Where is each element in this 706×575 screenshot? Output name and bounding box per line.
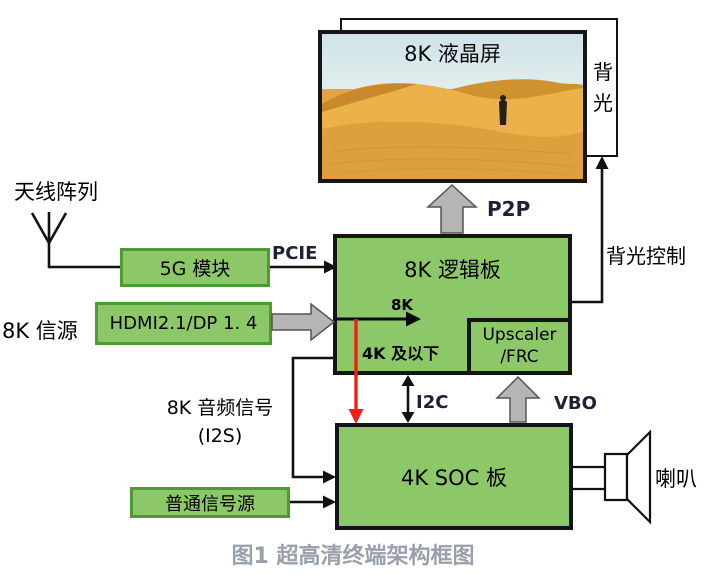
hdmi-dp-label: HDMI2.1/DP 1. 4 [109,313,258,334]
5g-module-label: 5G 模块 [159,258,231,280]
hdmi-dp-box: HDMI2.1/DP 1. 4 [95,302,272,345]
source-8k-label: 8K 信源 [2,319,78,343]
i2c-label: I2C [416,392,449,413]
figure-caption: 图1 超高清终端架构框图 [231,544,475,569]
backlight-control-label: 背光控制 [606,244,686,268]
normal-source-label: 普通信号源 [165,493,255,515]
soc-board-box: 4K SOC 板 [335,423,573,530]
upscaler-frc-box: Upscaler /FRC [467,318,572,375]
screen-title: 8K 液晶屏 [404,42,501,66]
i2c-arrow [401,375,415,423]
antenna-icon [30,212,120,269]
bus-8k-label: 8K [391,296,414,314]
tv-screen [318,30,587,183]
logic-board-label: 8K 逻辑板 [404,258,501,282]
audio-signal-line2: (I2S) [197,424,243,447]
desert-picture [322,34,583,179]
upscaler-label-line2: /FRC [500,346,539,367]
vbo-gray-arrow [495,375,541,423]
pcie-label: PCIE [272,243,318,264]
audio-i2s-line [291,356,336,484]
vbo-label: VBO [554,393,597,414]
normal-source-arrow [290,495,336,509]
p2p-label: P2P [487,197,531,221]
5g-module-box: 5G 模块 [120,248,270,287]
hdmi-gray-arrow [271,302,336,342]
p2p-gray-arrow [426,183,478,234]
audio-signal-label: 8K 音频信号 (I2S) [146,395,294,450]
soc-board-label: 4K SOC 板 [400,465,507,490]
upscaler-label-line1: Upscaler [482,325,557,346]
audio-signal-line1: 8K 音频信号 [166,397,274,419]
normal-source-box: 普通信号源 [130,487,290,518]
person-silhouette [499,95,507,125]
speaker-icon [573,429,652,525]
logic-board-box: 8K 逻辑板 [333,234,572,375]
antenna-array-label: 天线阵列 [14,180,98,204]
bus-4k-label: 4K 及以下 [362,344,440,363]
backlight-label: 背光 [593,60,613,115]
speaker-label: 喇叭 [655,467,697,491]
